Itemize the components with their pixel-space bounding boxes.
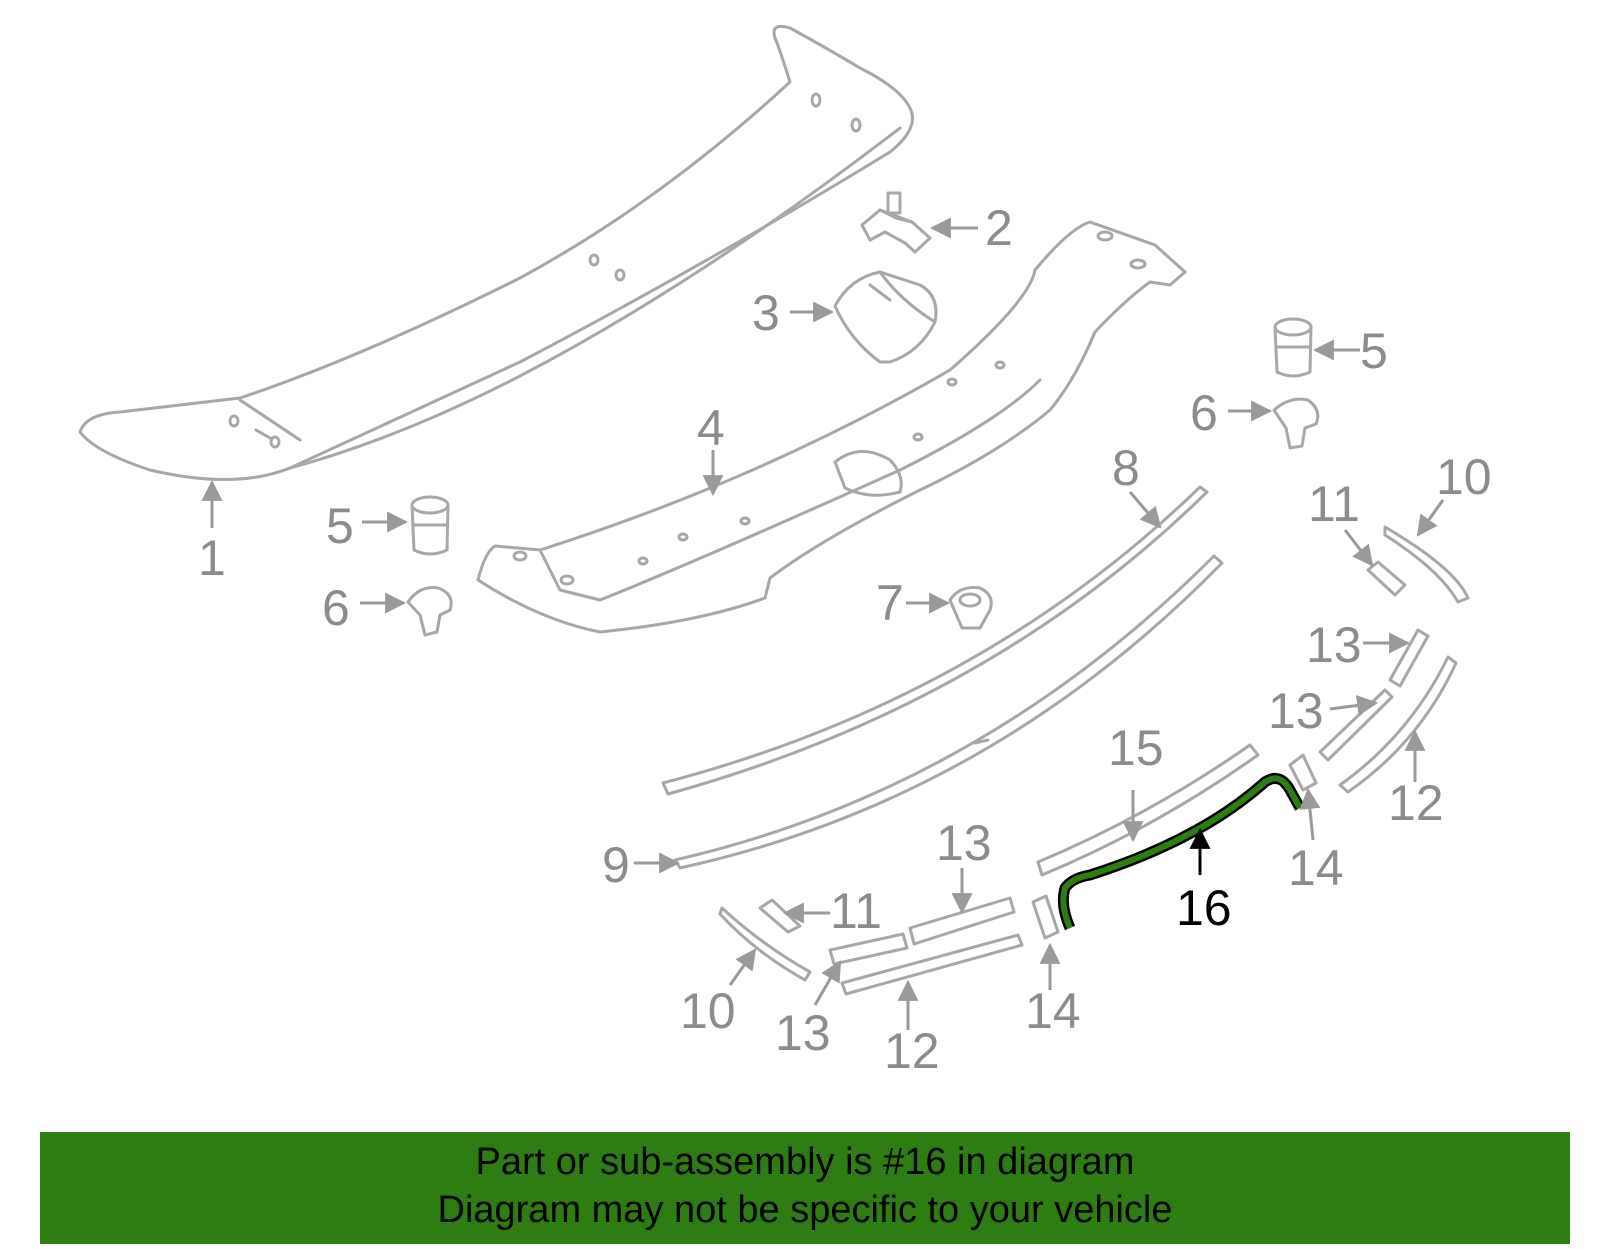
label-7: 7 <box>876 575 904 631</box>
label-3: 3 <box>752 285 780 341</box>
label-13-right-lower: 13 <box>1268 683 1324 739</box>
banner-line-2: Diagram may not be specific to your vehi… <box>437 1189 1173 1231</box>
label-4: 4 <box>697 400 725 456</box>
label-8: 8 <box>1112 440 1140 496</box>
part-10-trim-left[interactable] <box>718 906 812 982</box>
callout-labels: 1 2 3 4 5 5 6 6 7 8 9 10 10 11 11 12 12 … <box>198 200 1492 1079</box>
label-11-right: 11 <box>1308 476 1360 532</box>
part-6-clip-right[interactable] <box>1272 397 1320 450</box>
part-2-bracket[interactable] <box>860 191 932 254</box>
label-6-left: 6 <box>322 580 350 636</box>
parts-diagram: 1 2 3 4 5 5 6 6 7 8 9 10 10 11 11 12 12 … <box>78 24 1492 1079</box>
part-13-strip-b[interactable] <box>908 896 1016 946</box>
part-12-strip-right[interactable] <box>1338 655 1458 794</box>
label-10-right: 10 <box>1436 449 1492 505</box>
part-5-grommet-right[interactable] <box>1273 317 1313 378</box>
label-2: 2 <box>985 200 1013 256</box>
label-5-left: 5 <box>326 498 354 554</box>
label-13-right-upper: 13 <box>1306 617 1362 673</box>
label-5-right: 5 <box>1360 323 1388 379</box>
label-9: 9 <box>602 837 630 893</box>
label-10-left: 10 <box>680 983 736 1039</box>
part-13-strip-a[interactable] <box>828 932 909 966</box>
part-15-strip[interactable] <box>1036 743 1260 877</box>
part-14-clip-left[interactable] <box>1031 894 1060 940</box>
info-banner: Part or sub-assembly is #16 in diagram D… <box>40 1132 1570 1244</box>
part-11-pad-left[interactable] <box>758 898 802 934</box>
part-14-clip-right[interactable] <box>1288 753 1318 792</box>
part-12-strip-left[interactable] <box>840 933 1024 996</box>
label-14-right: 14 <box>1288 840 1344 896</box>
label-13-center: 13 <box>936 815 992 871</box>
part-10-trim-right[interactable] <box>1383 525 1470 604</box>
part-4-base[interactable] <box>476 220 1187 634</box>
part-1-spoiler[interactable] <box>78 24 914 482</box>
part-16-seal-highlighted[interactable] <box>1057 772 1305 931</box>
label-16-highlighted: 16 <box>1176 880 1232 936</box>
label-11-left: 11 <box>830 883 882 939</box>
leader-arrows <box>201 217 1445 1030</box>
part-9-strip[interactable] <box>673 554 1224 870</box>
banner-line-1: Part or sub-assembly is #16 in diagram <box>475 1141 1135 1183</box>
part-3-mount[interactable] <box>833 270 938 364</box>
label-12-left: 12 <box>884 1023 940 1079</box>
part-13-strip-d[interactable] <box>1388 628 1430 688</box>
label-6-right: 6 <box>1190 385 1218 441</box>
part-7-clip[interactable] <box>948 586 993 630</box>
part-5-grommet-left[interactable] <box>410 495 450 556</box>
label-13-left: 13 <box>775 1005 831 1061</box>
label-12-right: 12 <box>1388 775 1444 831</box>
part-6-clip-left[interactable] <box>406 586 453 637</box>
label-15: 15 <box>1108 720 1164 776</box>
part-11-pad-right[interactable] <box>1366 560 1407 597</box>
part-8-strip[interactable] <box>661 485 1209 796</box>
label-14-left: 14 <box>1025 983 1081 1039</box>
label-1: 1 <box>198 530 226 586</box>
